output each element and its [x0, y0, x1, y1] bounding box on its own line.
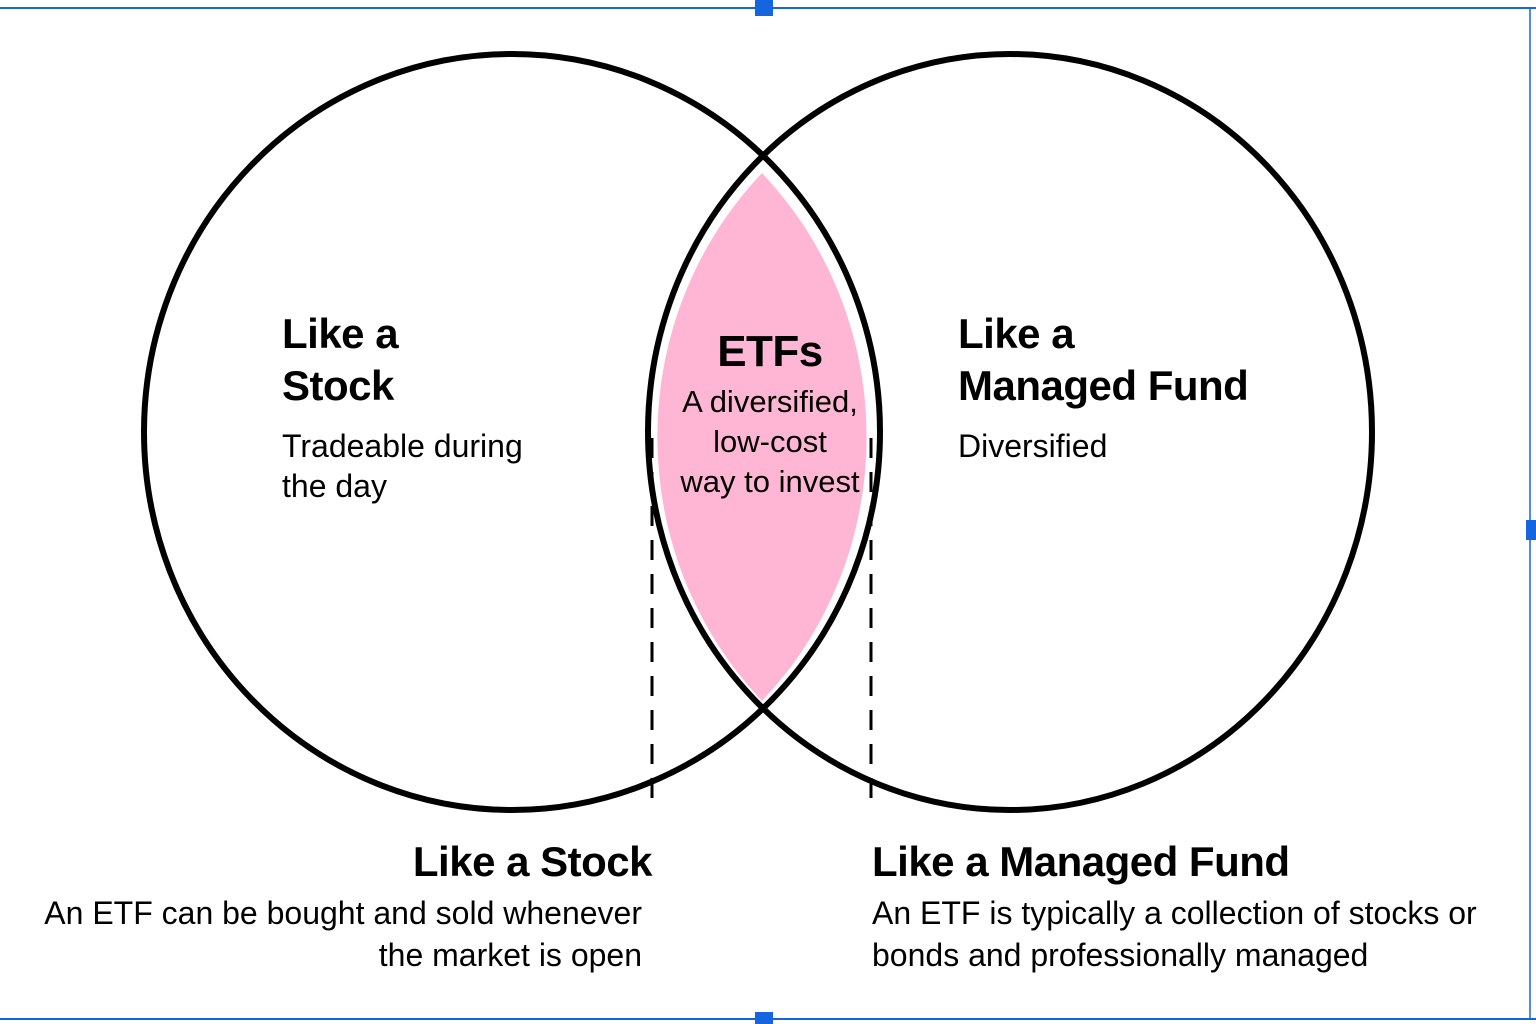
- bottom-right-description-line1: An ETF is typically a collection of stoc…: [872, 895, 1477, 931]
- selection-handle-bottom[interactable]: [755, 1012, 773, 1024]
- right-circle-label: Like a Managed Fund Diversified: [958, 308, 1358, 466]
- intersection-description-line2: low-cost: [713, 424, 827, 459]
- selection-handle-top[interactable]: [755, 0, 773, 16]
- left-circle-description-line1: Tradeable during: [282, 428, 523, 464]
- left-circle-title-line1: Like a: [282, 310, 399, 357]
- bottom-right-explanation: Like a Managed Fund An ETF is typically …: [872, 836, 1522, 976]
- right-circle-title-line2: Managed Fund: [958, 362, 1249, 409]
- left-circle-description-line2: the day: [282, 468, 387, 504]
- left-circle: [141, 51, 883, 813]
- selection-handle-right[interactable]: [1526, 520, 1536, 540]
- intersection-label: ETFs A diversified, low-cost way to inve…: [655, 326, 885, 502]
- right-circle-title-line1: Like a: [958, 310, 1075, 357]
- bottom-left-explanation: Like a Stock An ETF can be bought and so…: [20, 836, 652, 976]
- right-circle: [645, 51, 1375, 813]
- left-circle-label: Like a Stock Tradeable during the day: [282, 308, 622, 506]
- bottom-right-title: Like a Managed Fund: [872, 838, 1290, 885]
- intersection-region: [657, 173, 867, 701]
- bottom-left-description-line1: An ETF can be bought and sold whenever: [44, 895, 642, 931]
- bottom-left-description-line2: the market is open: [378, 937, 642, 973]
- bottom-right-description-line2: bonds and professionally managed: [872, 937, 1369, 973]
- intersection-description-line1: A diversified,: [682, 384, 858, 419]
- intersection-title: ETFs: [717, 327, 823, 376]
- bottom-left-title: Like a Stock: [412, 838, 653, 885]
- left-circle-title-line2: Stock: [282, 362, 394, 409]
- right-circle-description: Diversified: [958, 428, 1108, 464]
- intersection-description-line3: way to invest: [680, 464, 860, 499]
